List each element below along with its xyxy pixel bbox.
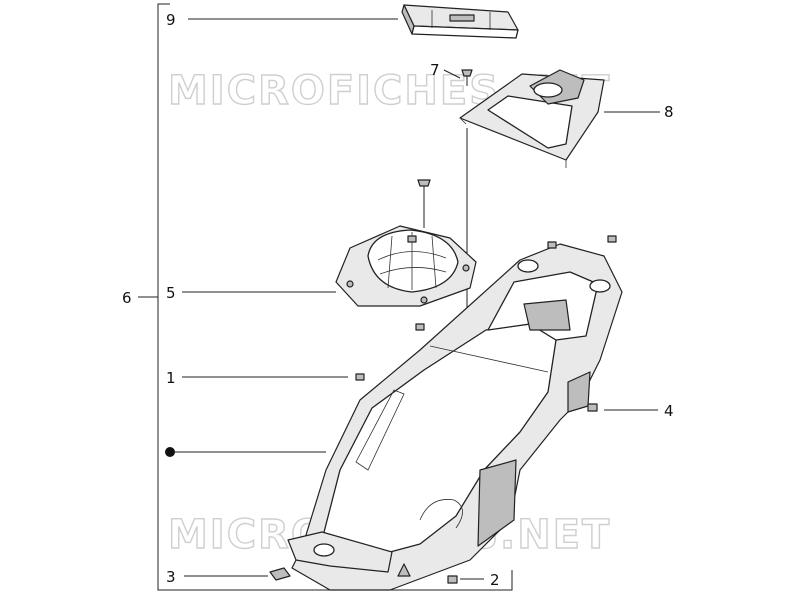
- clip-group: [269, 235, 617, 584]
- callout-3: 3: [166, 568, 176, 586]
- part-1-helmet-tub: [287, 243, 623, 591]
- callout-5: 5: [166, 284, 176, 302]
- part-2-clip: [447, 575, 458, 584]
- part-5-dome: [335, 225, 477, 307]
- callout-4: 4: [664, 402, 674, 420]
- callout-7: 7: [430, 61, 440, 79]
- dome-screw: [417, 179, 431, 228]
- callout-2: 2: [490, 571, 500, 589]
- part-9-cover: [401, 4, 519, 39]
- leader-line-7: [443, 69, 461, 79]
- callout-9: 9: [166, 11, 176, 29]
- callout-1: 1: [166, 369, 176, 387]
- part-8-tray: [459, 69, 605, 168]
- callout-8: 8: [664, 103, 674, 121]
- callout-6: 6: [122, 289, 132, 307]
- assembly-dot: [165, 447, 175, 457]
- bottom-bracket: [158, 570, 513, 591]
- part-7-screw: [461, 69, 473, 86]
- part-3-nut: [269, 567, 291, 581]
- part-4-clip: [587, 403, 598, 412]
